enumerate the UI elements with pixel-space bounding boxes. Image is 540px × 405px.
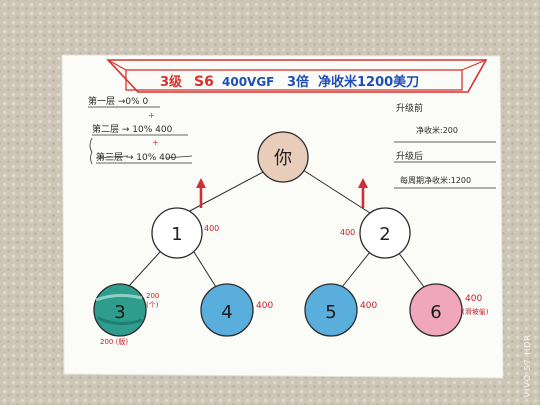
node-5: 5 xyxy=(304,283,358,337)
title-part-3: 400VGF xyxy=(222,75,274,89)
amount-node-3-b: (个) xyxy=(146,301,159,309)
title-part-2: S6 xyxy=(194,74,214,90)
upgrade-before-label: 升级前 xyxy=(396,102,423,114)
title-part-4: 3倍 xyxy=(287,74,309,90)
node-2: 2 xyxy=(359,207,411,259)
node-2-label: 2 xyxy=(379,224,390,245)
right-notes: 升级前 净收米:200 升级后 每周期净收米:1200 xyxy=(394,102,496,189)
node-6: 6 xyxy=(409,283,463,337)
upgrade-arrows xyxy=(196,178,368,208)
left-notes: 第一层 →0% 0 + 第二层 → 10% 400 + 第三层 → 10% 40… xyxy=(88,95,193,165)
income-after-label: 每周期净收米:1200 xyxy=(400,175,471,185)
paper-sheet xyxy=(61,54,504,379)
income-before-label: 净收米:200 xyxy=(416,125,458,135)
title-part-5: 净收米1200美刀 xyxy=(318,74,419,90)
node-1-label: 1 xyxy=(171,224,182,245)
amount-node-3-a: 200 xyxy=(146,292,159,300)
node-5-label: 5 xyxy=(325,302,336,323)
title-part-1: 3级 xyxy=(160,74,183,90)
node-you-label: 你 xyxy=(274,148,292,169)
node-you: 你 xyxy=(257,131,309,183)
amount-node-2: 400 xyxy=(340,228,355,237)
plus-sign-1: + xyxy=(148,111,155,120)
amount-node-6-a: 400 xyxy=(465,294,482,304)
node-3: 3 xyxy=(93,283,147,337)
layer-1-note: 第一层 →0% 0 xyxy=(88,95,149,107)
node-6-label: 6 xyxy=(430,302,441,323)
amount-node-1: 400 xyxy=(204,224,219,233)
layer-2-note: 第二层 → 10% 400 xyxy=(92,123,173,135)
node-4: 4 xyxy=(200,283,254,337)
camera-watermark: VIVO S7 HDR xyxy=(523,334,532,398)
upgrade-after-label: 升级后 xyxy=(396,150,423,162)
amount-node-6-b: (滑坡偷) xyxy=(462,307,489,316)
tree-connectors xyxy=(127,169,425,288)
amount-node-5: 400 xyxy=(360,301,377,311)
amount-labels: 400 400 200 (个) 200 (版) 400 400 400 (滑坡偷… xyxy=(100,224,489,346)
node-4-label: 4 xyxy=(221,302,232,323)
amount-node-4: 400 xyxy=(256,301,273,311)
node-3-label: 3 xyxy=(114,302,125,323)
plus-sign-2: + xyxy=(152,138,159,147)
amount-node-3-bottom: 200 (版) xyxy=(100,337,128,346)
layer-3-note: 第三层 → 10% 400 xyxy=(96,151,177,163)
node-1: 1 xyxy=(151,207,203,259)
title-banner: 3级 S6 400VGF 3倍 净收米1200美刀 xyxy=(106,59,488,93)
